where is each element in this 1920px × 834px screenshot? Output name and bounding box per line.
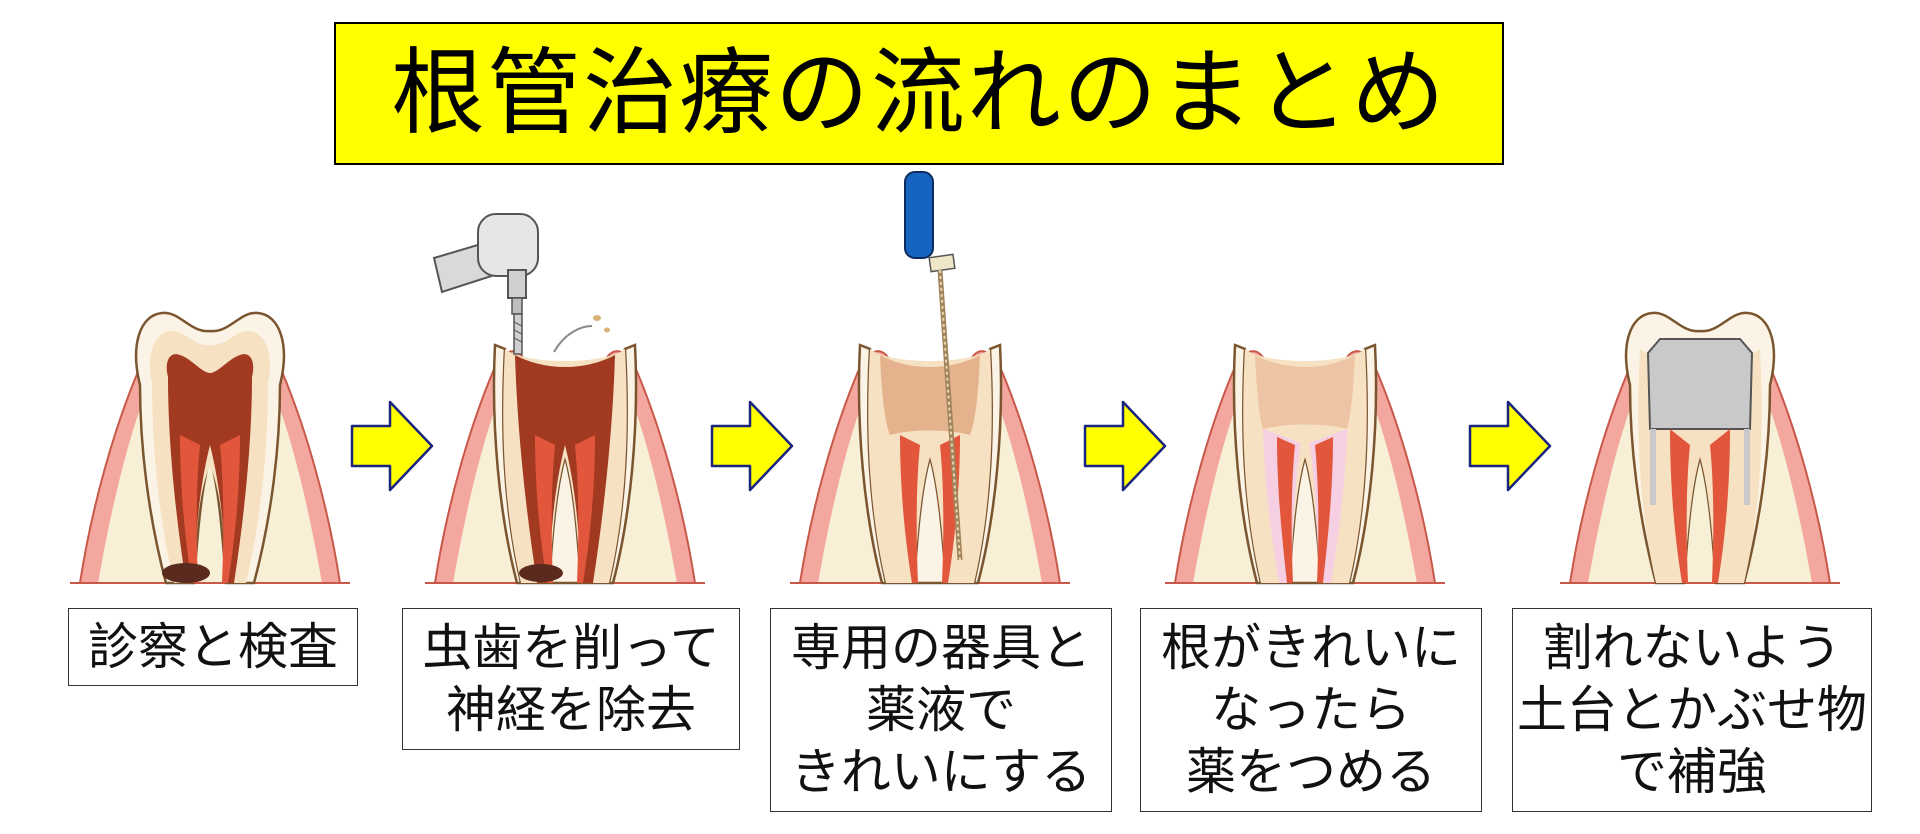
step-2-tooth-illustration xyxy=(424,343,706,585)
caption-line: 薬液で xyxy=(866,681,1016,739)
caption-line: なったら xyxy=(1211,681,1411,739)
step-1-tooth-illustration xyxy=(69,311,351,585)
caption-line: 診察と検査 xyxy=(88,618,338,676)
step-1-caption: 診察と検査 xyxy=(68,608,358,686)
step-3-caption: 専用の器具と 薬液で きれいにする xyxy=(770,608,1112,812)
step-5-caption: 割れないよう 土台とかぶせ物 で補強 xyxy=(1512,608,1872,812)
flow-arrow-3 xyxy=(1083,400,1167,492)
caption-line: 神経を除去 xyxy=(446,681,696,739)
caption-line: で補強 xyxy=(1617,743,1767,801)
caption-line: 割れないよう xyxy=(1542,619,1842,677)
caption-line: 薬をつめる xyxy=(1186,743,1436,801)
step-3-tooth-illustration xyxy=(789,343,1071,585)
page-title: 根管治療の流れのまとめ xyxy=(390,38,1447,148)
abscess-spot xyxy=(519,564,563,582)
caption-line: 根がきれいに xyxy=(1161,619,1461,677)
dental-drill-icon xyxy=(432,213,610,355)
caption-line: 土台とかぶせ物 xyxy=(1517,681,1867,739)
core-post xyxy=(1646,338,1754,430)
title-banner: 根管治療の流れのまとめ xyxy=(334,22,1504,165)
caption-line: 虫歯を削って xyxy=(422,619,720,677)
step-2-caption: 虫歯を削って 神経を除去 xyxy=(402,608,740,750)
abscess-spot xyxy=(162,563,210,583)
flow-arrow-1 xyxy=(350,400,434,492)
step-4-tooth-illustration xyxy=(1164,343,1446,585)
flow-arrow-4 xyxy=(1468,400,1552,492)
step-4-caption: 根がきれいに なったら 薬をつめる xyxy=(1140,608,1482,812)
caption-line: きれいにする xyxy=(790,743,1092,801)
root-canal-file-icon xyxy=(904,171,963,561)
flow-arrow-2 xyxy=(710,400,794,492)
caption-line: 専用の器具と xyxy=(791,619,1091,677)
step-5-tooth-illustration xyxy=(1559,311,1841,585)
